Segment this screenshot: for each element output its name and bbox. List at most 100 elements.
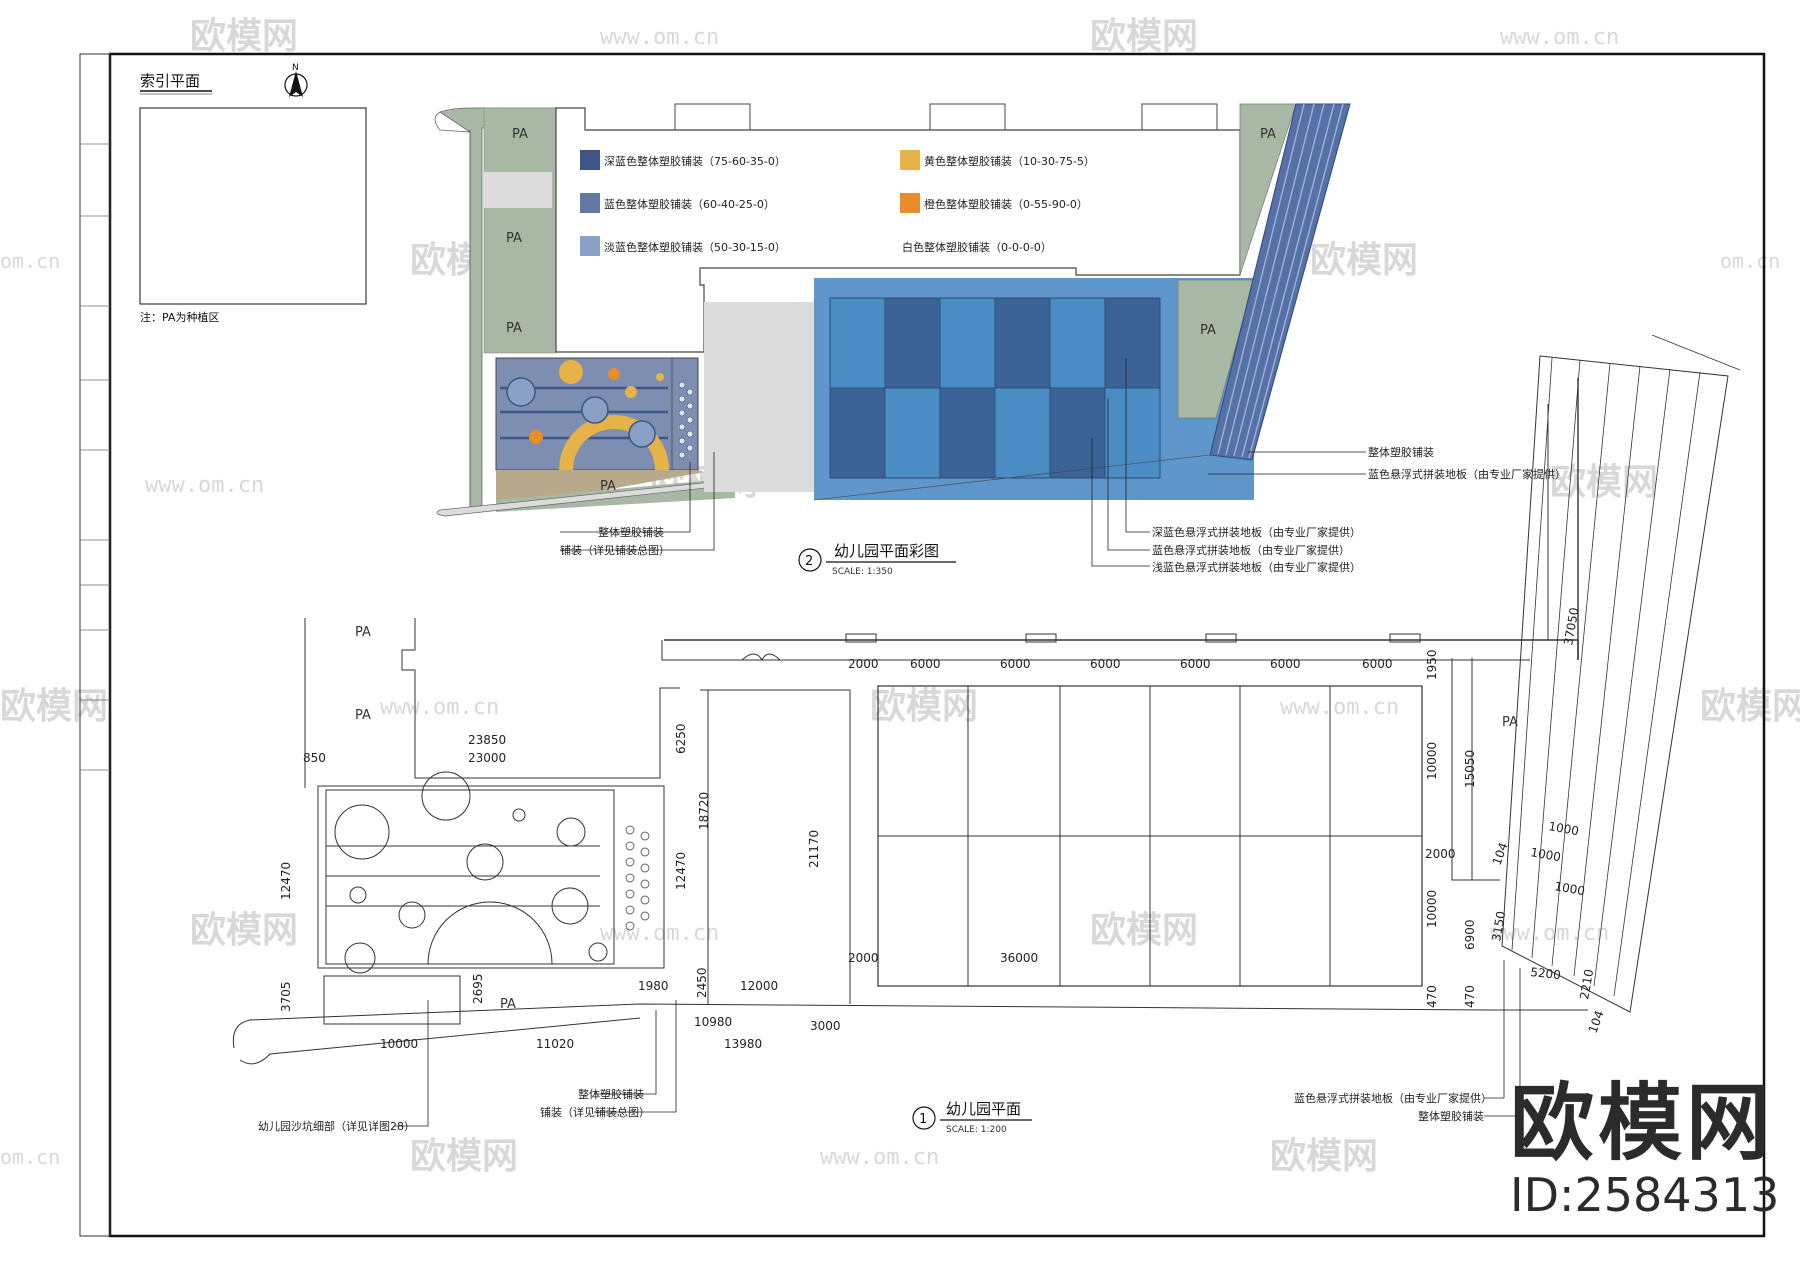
title-strip-rows — [80, 143, 110, 771]
plan-scale: SCALE: 1:350 — [832, 567, 893, 577]
court-tile — [939, 297, 996, 389]
dim-6250: 6250 — [674, 723, 688, 754]
court-tile — [1049, 387, 1106, 479]
watermark-brand: 欧模网 — [0, 686, 108, 727]
sandpit-line-stones — [625, 825, 650, 931]
index-map-box — [139, 107, 367, 305]
watermark-url: www.om.cn — [600, 25, 719, 50]
legend-label: 淡蓝色整体塑胶铺装（50-30-15-0） — [604, 240, 786, 254]
court-tile — [829, 297, 886, 389]
watermark-brand: 欧模网 — [1310, 240, 1418, 281]
grey-paving — [704, 302, 814, 492]
dim-10980: 10980 — [694, 1015, 732, 1029]
dim-3705: 3705 — [279, 981, 293, 1012]
paving-strip-overlay — [484, 172, 552, 208]
dim-10000a: 10000 — [380, 1037, 418, 1051]
callout-sandpit-detail: 幼儿园沙坑细部（详见详图28） — [258, 1119, 415, 1133]
legend: 深蓝色整体塑胶铺装（75-60-35-0）蓝色整体塑胶铺装（60-40-25-0… — [580, 150, 1095, 256]
line-plan — [232, 334, 1741, 1065]
title-strip — [79, 53, 111, 1237]
watermark-brand: 欧模网 — [1700, 686, 1800, 727]
watermark-brand: 欧模网 — [1090, 16, 1198, 57]
court-tile — [1049, 297, 1106, 389]
dim-470b: 470 — [1463, 985, 1477, 1008]
plan-title: 幼儿园平面彩图 — [834, 542, 939, 560]
logo-brand: 欧模网 — [1510, 1074, 1775, 1172]
dim-10000b: 10000 — [1425, 742, 1439, 780]
dim-21170: 21170 — [807, 830, 821, 868]
plan-line-title: 幼儿园平面 — [946, 1100, 1021, 1118]
dim-850: 850 — [303, 751, 326, 765]
watermark-brand: 欧模网 — [410, 1136, 518, 1177]
dim-12000: 12000 — [740, 979, 778, 993]
court-tile — [1104, 297, 1161, 389]
legend-label: 深蓝色整体塑胶铺装（75-60-35-0） — [604, 154, 786, 168]
legend-swatch — [580, 236, 600, 256]
callout-blue-floor-line: 蓝色悬浮式拼装地板（由专业厂家提供） — [1294, 1091, 1492, 1105]
dim-23850: 23850 — [468, 733, 506, 747]
color-plan: 深蓝色整体塑胶铺装（75-60-35-0）蓝色整体塑胶铺装（60-40-25-0… — [434, 103, 1566, 577]
sandpit-stones — [678, 381, 694, 459]
building-windows — [674, 103, 1218, 131]
court-tile — [939, 387, 996, 479]
ramp-stripes — [1217, 103, 1344, 459]
watermark-brand: 欧模网 — [870, 686, 978, 727]
callout-paving-ref: 铺装（详见铺装总图） — [540, 1105, 650, 1119]
watermark-url: www.om.cn — [380, 695, 499, 720]
index-panel-title: 索引平面 — [140, 72, 200, 90]
dim-top-5: 6000 — [1270, 657, 1301, 671]
dim-2450: 2450 — [695, 967, 709, 998]
dim-6900: 6900 — [1463, 919, 1477, 950]
dim-top-2: 6000 — [1000, 657, 1031, 671]
watermark-url: www.om.cn — [600, 921, 719, 946]
north-arrow-icon — [284, 71, 308, 97]
legend-swatch — [900, 193, 920, 213]
legend-swatch — [580, 193, 600, 213]
dim-37050: 37050 — [1561, 606, 1581, 646]
dim-1000c: 1000 — [1553, 879, 1586, 898]
dim-top-0: 2000 — [848, 657, 879, 671]
watermark-url: om.cn — [1720, 249, 1780, 273]
sandpit-line-circles — [334, 771, 608, 974]
dim-3000: 3000 — [810, 1019, 841, 1033]
pa-label: PA — [1200, 323, 1216, 338]
legend-label: 橙色整体塑胶铺装（0-55-90-0） — [924, 197, 1088, 211]
north-label: N — [292, 63, 299, 73]
watermark-brand: 欧模网 — [1090, 910, 1198, 951]
logo-id: ID:2584313 — [1510, 1168, 1780, 1222]
plan-line-scale: SCALE: 1:200 — [946, 1125, 1007, 1135]
callout-paving-ref-color: 铺装（详见铺装总图） — [560, 543, 670, 557]
planting-area-right — [1177, 279, 1255, 419]
watermark-url: www.om.cn — [1500, 25, 1619, 50]
planting-area-top-right — [1239, 103, 1297, 276]
pa-label: PA — [600, 479, 616, 494]
callout-darkblue-floor: 深蓝色悬浮式拼装地板（由专业厂家提供） — [1152, 525, 1361, 539]
dim-2000a: 2000 — [848, 951, 879, 965]
court-tile — [829, 387, 886, 479]
dim-10000c: 10000 — [1425, 890, 1439, 928]
dim-5200: 5200 — [1530, 965, 1562, 982]
ramp — [1209, 103, 1351, 461]
pa-label: PA — [355, 708, 371, 723]
dim-12470b: 12470 — [674, 852, 688, 890]
watermark-brand: 欧模网 — [1270, 1136, 1378, 1177]
sandpit-arc — [559, 415, 669, 471]
pa-label: PA — [1260, 127, 1276, 142]
dim-top-1: 6000 — [910, 657, 941, 671]
court-tiles — [829, 297, 1161, 479]
court-tile — [994, 387, 1051, 479]
site-logo: 欧模网 ID:2584313 — [1510, 1078, 1780, 1222]
watermark-url: www.om.cn — [145, 473, 264, 498]
dim-23000: 23000 — [468, 751, 506, 765]
callout-rubber-line: 整体塑胶铺装 — [1418, 1109, 1484, 1123]
watermark-brand: 欧模网 — [1550, 462, 1658, 503]
callout-rubber-paving: 整体塑胶铺装 — [1368, 445, 1434, 459]
dim-13980: 13980 — [724, 1037, 762, 1051]
dim-1980: 1980 — [638, 979, 669, 993]
dim-1000a: 1000 — [1547, 819, 1580, 838]
plan-number: 2 — [805, 554, 813, 569]
dim-1950: 1950 — [1425, 649, 1439, 680]
court-tile — [884, 387, 941, 479]
